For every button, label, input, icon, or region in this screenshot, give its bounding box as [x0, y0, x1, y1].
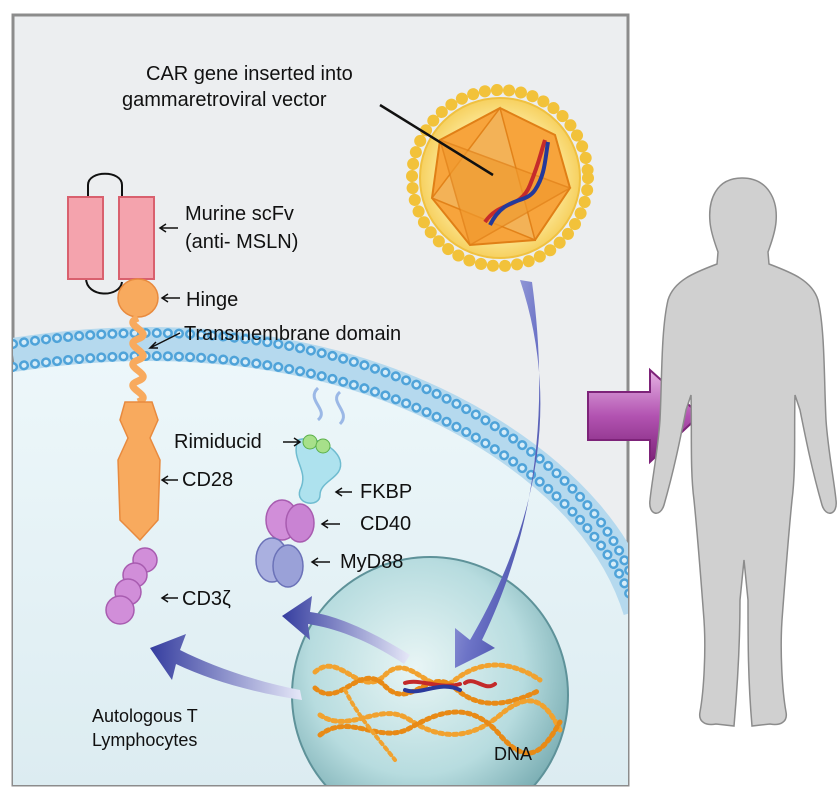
expression-arrow-lower [150, 634, 302, 700]
vector-label-line1: CAR gene inserted into [146, 63, 353, 85]
transduction-arrow [455, 280, 541, 668]
vector-pointer-line [379, 103, 494, 177]
myd88-label: MyD88 [340, 551, 403, 573]
cd28-label: CD28 [182, 469, 233, 491]
gammaretroviral-vector [406, 84, 594, 272]
scfv-domain [67, 172, 155, 295]
cd3z-domain [105, 547, 158, 625]
vector-label-line2: gammaretroviral vector [122, 89, 327, 111]
cd40-label: CD40 [360, 513, 411, 535]
autologous-label-line1: Autologous T [92, 706, 198, 726]
hinge-label: Hinge [186, 289, 238, 311]
cd40-pointer-icon [320, 519, 340, 529]
cd3z-label: CD3ζ [182, 588, 231, 610]
cd3z-pointer-icon [160, 593, 178, 603]
transmembrane-label: Transmembrane domain [184, 323, 401, 345]
rimiducid-pointer-icon [283, 437, 302, 447]
human-silhouette [649, 177, 837, 727]
switch-construct [255, 386, 345, 588]
cd28-domain [117, 401, 161, 542]
scfv-label-line1: Murine scFv [185, 203, 294, 225]
myd88-pointer-icon [310, 557, 330, 567]
scfv-pointer-icon [158, 223, 178, 233]
expression-arrow-upper [282, 596, 410, 664]
hinge-domain [117, 278, 159, 318]
fkbp-label: FKBP [360, 481, 412, 503]
dna-label: DNA [494, 744, 532, 764]
cd28-pointer-icon [160, 475, 178, 485]
dna-strands [312, 662, 563, 762]
fkbp-pointer-icon [334, 487, 352, 497]
autologous-label-line2: Lymphocytes [92, 730, 197, 750]
transmembrane-pointer-icon [148, 332, 181, 349]
rimiducid-label: Rimiducid [174, 431, 262, 453]
transmembrane-coil [129, 314, 147, 406]
hinge-pointer-icon [160, 293, 180, 303]
scfv-label-line2: (anti- MSLN) [185, 231, 298, 253]
